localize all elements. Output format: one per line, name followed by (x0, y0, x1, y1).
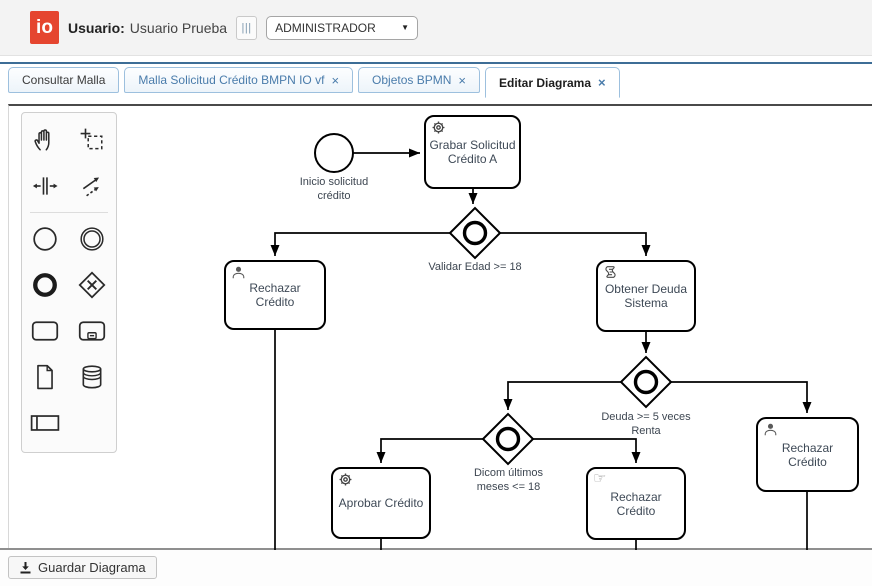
start-event-inicio[interactable] (314, 133, 354, 173)
gear-icon (432, 121, 445, 134)
gateway-label-dicom: Dicom últimos meses <= 18 (473, 467, 544, 493)
create-subprocess[interactable] (69, 308, 115, 354)
task-obtener-deuda[interactable]: Obtener Deuda Sistema (596, 260, 696, 332)
tab-consultar-malla[interactable]: Consultar Malla (8, 67, 120, 93)
connect-icon (82, 177, 100, 197)
role-dropdown-value: ADMINISTRADOR (275, 20, 376, 35)
user-icon (232, 266, 245, 279)
close-icon[interactable]: × (331, 72, 340, 88)
hand-icon (34, 129, 50, 151)
tab-bar: Consultar Malla Malla Solicitud Crédito … (8, 67, 620, 98)
role-dropdown[interactable]: ADMINISTRADOR ▼ (266, 15, 419, 40)
space-tool[interactable] (22, 163, 68, 209)
tab-label: Consultar Malla (22, 73, 106, 87)
task-label: Rechazar Crédito (781, 440, 834, 469)
tab-label: Malla Solicitud Crédito BMPN IO vf (138, 73, 325, 87)
hand-icon: ☞ (593, 470, 607, 487)
subprocess-icon (78, 321, 106, 341)
task-grabar-solicitud[interactable]: Grabar Solicitud Crédito A (424, 115, 521, 189)
data-store-icon (82, 365, 102, 389)
create-data-store[interactable] (69, 354, 115, 400)
save-button-label: Guardar Diagrama (38, 560, 146, 575)
task-rechazar-credito-3[interactable]: Rechazar Crédito (756, 417, 859, 492)
close-icon[interactable]: × (458, 72, 466, 88)
header: io Usuario: Usuario Prueba ||| ADMINISTR… (0, 0, 872, 56)
create-end-event[interactable] (22, 262, 68, 308)
data-object-icon (37, 364, 53, 390)
start-event-label: Inicio solicitud crédito (299, 176, 369, 202)
sequence-flows (270, 148, 812, 550)
tab-objetos-bpmn[interactable]: Objetos BPMN × (358, 67, 480, 93)
download-icon (20, 562, 31, 574)
task-rechazar-credito-2[interactable]: ☞ Rechazar Crédito (586, 467, 686, 540)
gear-icon (339, 473, 352, 486)
io-logo: io (30, 11, 59, 44)
create-intermediate-event[interactable] (69, 216, 115, 262)
tab-editar-diagrama[interactable]: Editar Diagrama × (484, 67, 620, 98)
script-icon (605, 266, 616, 278)
task-label: Rechazar Crédito (249, 281, 301, 309)
task-label: Grabar Solicitud Crédito A (429, 138, 516, 166)
create-gateway[interactable] (69, 262, 115, 308)
start-event-icon (33, 227, 57, 251)
gateway-deuda-renta (619, 355, 673, 409)
lasso-icon (80, 128, 103, 150)
participant-icon (30, 415, 60, 431)
tool-palette (21, 112, 117, 453)
create-data-object[interactable] (22, 354, 68, 400)
task-label: Obtener Deuda Sistema (604, 282, 688, 310)
user-name: Usuario Prueba (129, 19, 228, 36)
task-icon (31, 321, 59, 341)
task-label: Rechazar Crédito (610, 489, 662, 518)
task-aprobar-credito[interactable]: Aprobar Crédito (331, 467, 431, 539)
task-rechazar-credito-1[interactable]: Rechazar Crédito (224, 260, 326, 330)
close-icon[interactable]: × (598, 75, 606, 90)
hand-tool[interactable] (22, 117, 68, 163)
space-icon (32, 177, 58, 195)
end-event-icon (33, 273, 57, 297)
user-label: Usuario: (68, 19, 125, 36)
canvas-bottom-border (0, 548, 872, 550)
user-icon (764, 423, 777, 436)
gateway-dicom (481, 412, 535, 466)
tab-label: Editar Diagrama (498, 75, 592, 90)
gateway-validar-edad (448, 206, 502, 260)
gateway-label-deuda-renta: Deuda >= 5 veces Renta (601, 411, 691, 437)
guardar-diagrama-button[interactable]: Guardar Diagrama (8, 556, 157, 579)
gateway-label-validar-edad: Validar Edad >= 18 (428, 261, 522, 273)
create-start-event[interactable] (22, 216, 68, 262)
create-task[interactable] (22, 308, 68, 354)
tab-malla-solicitud-credito[interactable]: Malla Solicitud Crédito BMPN IO vf × (124, 67, 354, 93)
global-connect-tool[interactable] (69, 163, 115, 209)
task-label: Aprobar Crédito (338, 496, 424, 510)
intermediate-event-icon (80, 227, 104, 251)
tab-label: Objetos BPMN (372, 73, 452, 87)
palette-separator (30, 212, 108, 213)
footer-bar: Guardar Diagrama (0, 550, 872, 586)
lasso-tool[interactable] (69, 117, 115, 163)
diagram-canvas[interactable]: Inicio solicitud crédito Grabar Solicitu… (8, 104, 872, 550)
create-participant[interactable] (22, 400, 68, 446)
accent-divider (0, 62, 872, 64)
caret-down-icon: ▼ (401, 23, 410, 32)
collapse-menu-button[interactable]: ||| (236, 15, 258, 40)
gateway-icon (78, 271, 106, 299)
